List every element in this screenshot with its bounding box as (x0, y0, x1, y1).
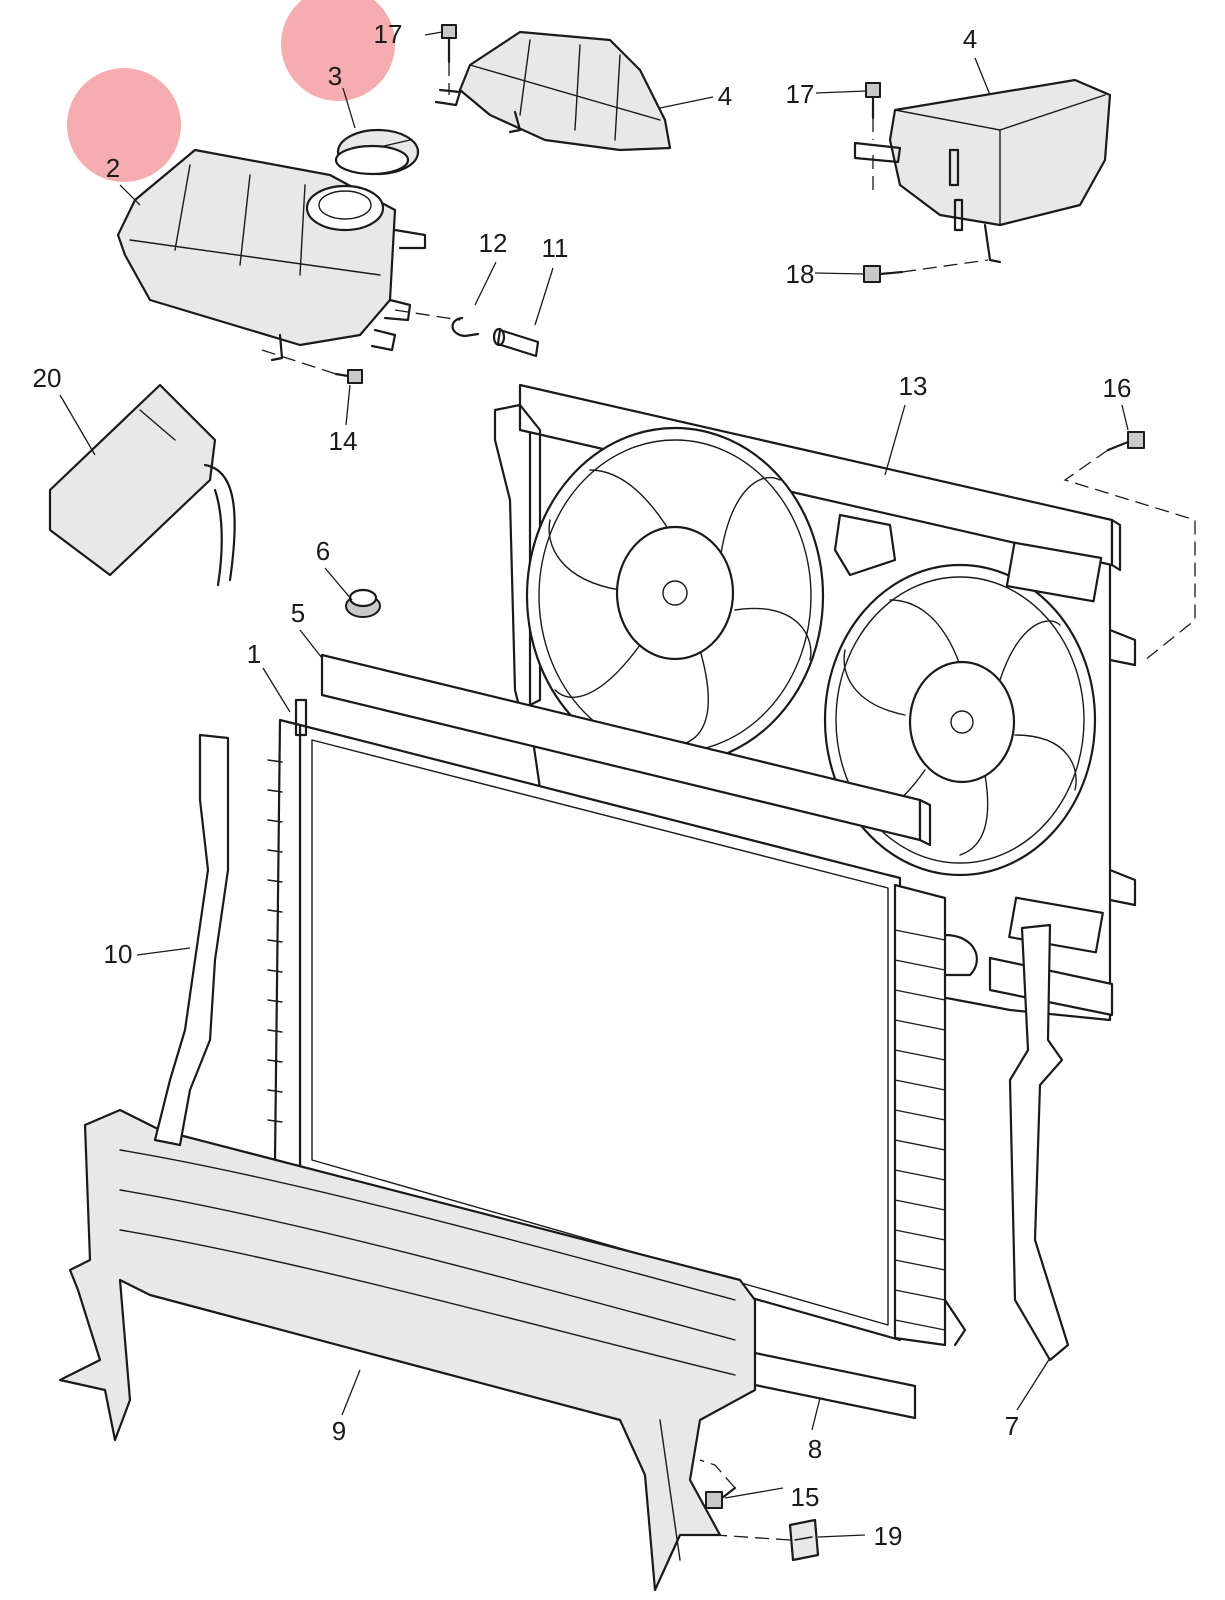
part-17-bolt-top[interactable] (441, 24, 457, 64)
fan-1-hub (615, 525, 735, 661)
part-4-upper-tank[interactable] (434, 30, 672, 152)
callout-2[interactable]: 2 (106, 153, 120, 183)
expansion-tank-filler-neck (305, 184, 385, 232)
callout-1[interactable]: 1 (247, 639, 261, 669)
part-7-right-air-seal[interactable] (1008, 923, 1070, 1362)
part-4-side-reservoir[interactable] (853, 78, 1112, 264)
part-2-expansion-tank[interactable] (116, 148, 427, 362)
fan-1-blades (548, 469, 812, 746)
part-16-bolt[interactable] (1106, 431, 1145, 452)
hotspot-part-3[interactable] (281, 0, 395, 101)
part-3-filler-cap[interactable] (334, 128, 420, 176)
callout-labels: 1 2 3 4 4 5 6 7 8 9 10 11 12 13 14 15 16… (33, 19, 1132, 1551)
hotspot-part-2[interactable] (67, 68, 181, 182)
callout-18[interactable]: 18 (786, 259, 815, 289)
callout-17-right[interactable]: 17 (786, 79, 815, 109)
fan-2-hub (908, 660, 1016, 784)
callout-3[interactable]: 3 (328, 61, 342, 91)
part-10-left-air-seal[interactable] (153, 733, 230, 1147)
part-15-bolt[interactable] (705, 1486, 737, 1509)
callout-4-side-reservoir[interactable]: 4 (963, 24, 977, 54)
part-20-reservoir-bottle[interactable] (48, 383, 236, 587)
callout-11[interactable]: 11 (542, 233, 569, 263)
part-11-hose[interactable] (492, 327, 540, 358)
callout-10[interactable]: 10 (104, 939, 133, 969)
part-18-bolt[interactable] (863, 265, 904, 283)
callout-15[interactable]: 15 (791, 1482, 820, 1512)
callout-20[interactable]: 20 (33, 363, 62, 393)
part-13-fan-shroud[interactable] (493, 383, 1137, 1022)
callout-19[interactable]: 19 (874, 1521, 903, 1551)
part-14-bolt[interactable] (334, 369, 363, 384)
callout-13[interactable]: 13 (899, 371, 928, 401)
part-1-radiator[interactable] (267, 698, 978, 1347)
radiator-left-fins (267, 759, 283, 1123)
callout-17-top[interactable]: 17 (374, 19, 403, 49)
part-5-foam-strip[interactable] (320, 653, 932, 847)
assembly-dash-lines (261, 62, 1196, 1541)
callout-12[interactable]: 12 (479, 228, 508, 258)
part-19-clip-nut[interactable] (788, 1518, 820, 1562)
callout-8[interactable]: 8 (808, 1434, 822, 1464)
part-6-grommet[interactable] (345, 588, 381, 618)
leader-lines (59, 31, 1129, 1538)
callout-7[interactable]: 7 (1005, 1411, 1019, 1441)
callout-4-upper-tank[interactable]: 4 (718, 81, 732, 111)
part-9-air-deflector[interactable] (58, 1108, 757, 1592)
callout-16[interactable]: 16 (1103, 373, 1132, 403)
part-12-hose-clip[interactable] (451, 316, 480, 338)
callout-6[interactable]: 6 (316, 536, 330, 566)
part-17-bolt-right[interactable] (865, 82, 881, 120)
part-8-lower-foam-strip[interactable] (748, 1350, 917, 1420)
callout-14[interactable]: 14 (329, 426, 358, 456)
callout-9[interactable]: 9 (332, 1416, 346, 1446)
radiator-right-fins (894, 929, 946, 1331)
callout-5[interactable]: 5 (291, 598, 305, 628)
